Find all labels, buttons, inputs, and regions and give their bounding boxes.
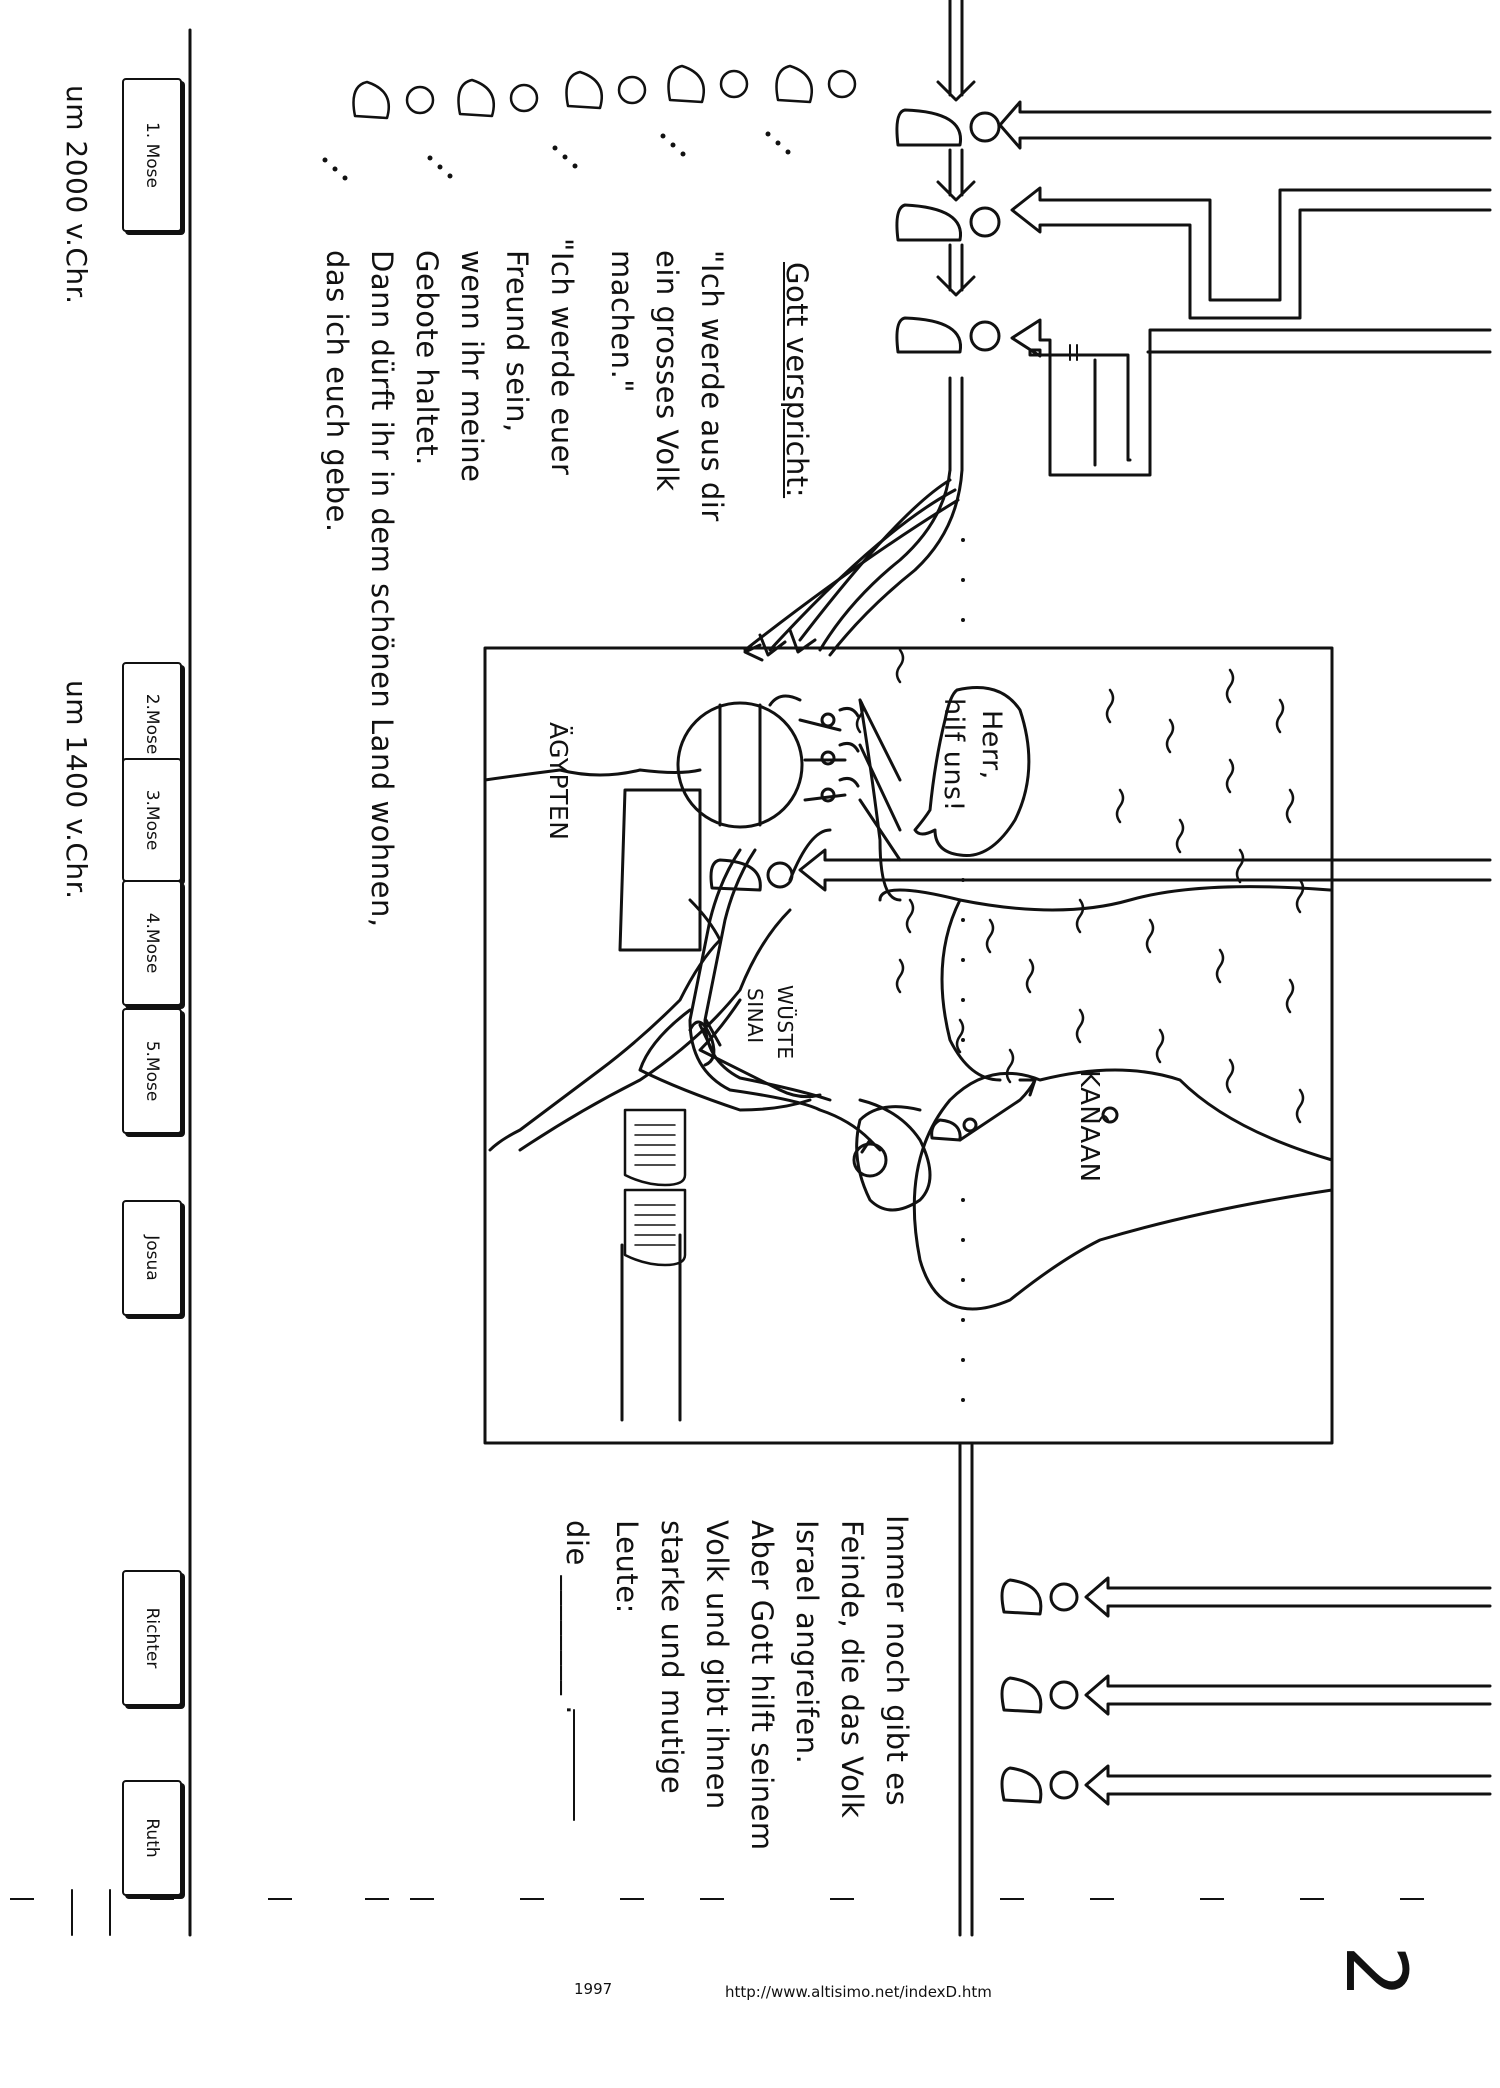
law-tablets	[623, 1108, 687, 1267]
dash-mark	[410, 1898, 434, 1900]
book-icon-ruth: Ruth	[122, 1780, 182, 1896]
speech-line: hilf uns!	[938, 698, 969, 812]
dash-mark	[1090, 1898, 1114, 1900]
promise-text: ein grosses Volk	[643, 250, 690, 492]
book-icon-josua: Josua	[122, 1200, 182, 1316]
judges-line: Aber Gott hilft seinem	[745, 1520, 779, 1851]
promise-text: Freund sein,	[493, 250, 540, 433]
speech-text: Herr,	[972, 710, 1010, 780]
promise-text: "Ich werde euer	[538, 238, 585, 475]
speech-bubble	[913, 686, 1031, 858]
patriarch-chain	[743, 0, 1492, 662]
dash-mark	[700, 1898, 724, 1900]
judges-line: Feinde, die das Volk	[835, 1520, 869, 1819]
promise-line: Gebote haltet.	[410, 250, 444, 466]
dash-mark	[1400, 1898, 1424, 1900]
promise-line: das ich euch gebe.	[320, 250, 354, 533]
promise-text: "Ich werde aus dir	[688, 250, 735, 522]
promise-line: ein grosses Volk	[650, 250, 684, 492]
judges-line: Israel angreifen.	[790, 1520, 824, 1765]
promise-line: "Ich werde aus dir	[695, 250, 729, 522]
map-label-kanaan: KANAAN	[1074, 1070, 1104, 1183]
judges-line: starke und mutige	[655, 1520, 689, 1795]
judges-line: Volk und gibt ihnen	[700, 1520, 734, 1810]
promise-line: Dann dürft ihr in dem schönen Land wohne…	[365, 250, 399, 928]
promise-line: Freund sein,	[500, 250, 534, 433]
map-label-aegypten: ÄGYPTEN	[544, 722, 573, 841]
promise-text: das ich euch gebe.	[313, 250, 360, 533]
map-frame	[483, 646, 1334, 1445]
footer-year: 1997	[574, 1980, 613, 1998]
person-figures-top	[352, 64, 857, 120]
map-label-wueste: WÜSTE	[773, 985, 797, 1060]
people-group	[676, 701, 804, 829]
speech-text: hilf uns!	[934, 698, 972, 812]
dash-mark	[365, 1898, 389, 1900]
judge-figures	[1000, 1576, 1492, 1806]
promise-line: "Ich werde euer	[545, 238, 579, 476]
judges-line: die ________ .	[560, 1520, 594, 1715]
speech-line: Herr,	[976, 710, 1007, 780]
dash-mark	[150, 1898, 174, 1900]
dash-mark	[10, 1898, 34, 1900]
sea-waves	[855, 648, 1305, 1124]
judges-line: Leute:	[610, 1520, 644, 1614]
book-icon-3-mose: 3.Mose	[122, 758, 182, 882]
timeline-date-2000: um 2000 v.Chr.	[60, 85, 93, 305]
promise-text: Dann dürft ihr in dem schönen Land wohne…	[358, 250, 405, 928]
footer-url: http://www.altisimo.net/indexD.htm	[725, 1983, 992, 2001]
book-icon-1-mose: 1. Mose	[122, 78, 182, 232]
promise-text: wenn ihr meine	[448, 250, 495, 483]
map-label-sinai: SINAI	[743, 988, 767, 1044]
book-icon-5-mose: 5.Mose	[122, 1008, 182, 1134]
promise-text: machen."	[598, 250, 645, 393]
promise-line: wenn ihr meine	[455, 250, 489, 483]
judges-line: Immer noch gibt es	[880, 1515, 914, 1807]
dash-mark	[268, 1898, 292, 1900]
dash-mark	[620, 1898, 644, 1900]
promise-line: machen."	[605, 250, 639, 394]
promise-text: Gebote haltet.	[403, 250, 450, 466]
dash-mark	[1300, 1898, 1324, 1900]
dash-mark	[1200, 1898, 1224, 1900]
promise-heading: Gott verspricht:	[780, 262, 814, 499]
book-icon-richter: Richter	[122, 1570, 182, 1706]
timeline-date-1400: um 1400 v.Chr.	[60, 680, 93, 900]
page-number: 2	[1327, 1945, 1425, 1999]
dash-mark	[520, 1898, 544, 1900]
dash-mark	[830, 1898, 854, 1900]
dash-mark	[1000, 1898, 1024, 1900]
book-icon-4-mose: 4.Mose	[122, 880, 182, 1006]
